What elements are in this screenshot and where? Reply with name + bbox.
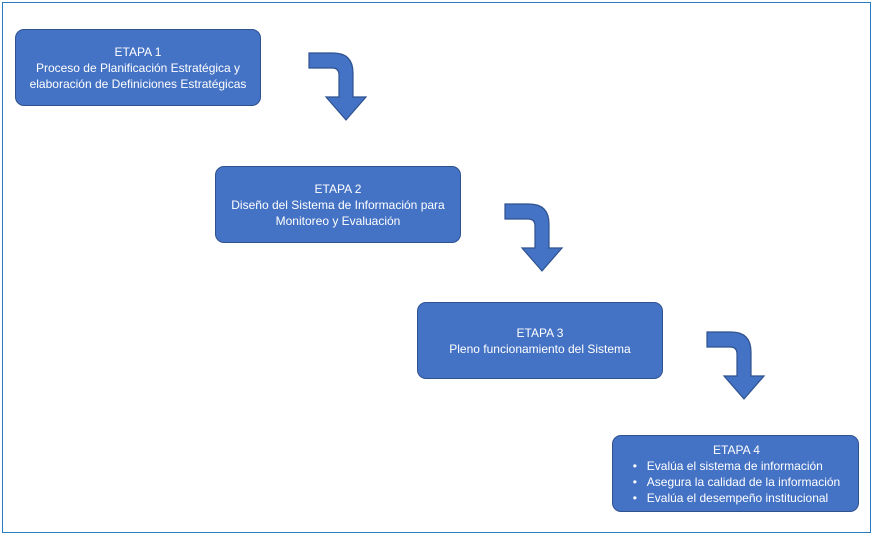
stage-4-bullet-item: • Evalúa el sistema de información bbox=[633, 458, 840, 474]
stage-4-bullet-list: • Evalúa el sistema de información • Asegu… bbox=[633, 458, 840, 506]
stage-4-box: ETAPA 4 • Evalúa el sistema de informació… bbox=[612, 435, 859, 512]
stage-3-line-1: Pleno funcionamiento del Sistema bbox=[449, 341, 631, 356]
bent-arrow-down-icon bbox=[504, 203, 564, 272]
diagram-frame bbox=[2, 2, 871, 533]
bent-arrow-down-icon bbox=[308, 52, 368, 121]
stage-3-box: ETAPA 3 Pleno funcionamiento del Sistema bbox=[417, 302, 663, 379]
stage-2-title: ETAPA 2 bbox=[314, 181, 362, 196]
stage-4-bullet-text: Evalúa el sistema de información bbox=[646, 458, 823, 473]
stage-4-bullet-text: Asegura la calidad de la información bbox=[646, 474, 841, 489]
stage-1-line-1: Proceso de Planificación Estratégica y bbox=[35, 60, 241, 75]
stage-4-bullet-item: • Asegura la calidad de la información bbox=[633, 474, 840, 490]
bent-arrow-down-icon bbox=[706, 331, 766, 400]
stage-2-box: ETAPA 2 Diseño del Sistema de Informació… bbox=[215, 166, 461, 243]
stage-2-line-1: Diseño del Sistema de Información para bbox=[231, 197, 445, 212]
bullet-icon: • bbox=[632, 490, 637, 505]
stage-3-title: ETAPA 3 bbox=[516, 325, 564, 340]
bullet-icon: • bbox=[632, 474, 637, 489]
stage-4-bullet-item: • Evalúa el desempeño institucional bbox=[633, 490, 840, 506]
stage-1-box: ETAPA 1 Proceso de Planificación Estraté… bbox=[15, 29, 261, 106]
stage-4-bullet-text: Evalúa el desempeño institucional bbox=[646, 490, 829, 505]
stage-1-line-2: elaboración de Definiciones Estratégicas bbox=[29, 76, 247, 91]
bullet-icon: • bbox=[632, 458, 637, 473]
stage-1-title: ETAPA 1 bbox=[114, 44, 162, 59]
stage-2-line-2: Monitoreo y Evaluación bbox=[275, 213, 401, 228]
stage-4-title: ETAPA 4 bbox=[713, 442, 760, 457]
